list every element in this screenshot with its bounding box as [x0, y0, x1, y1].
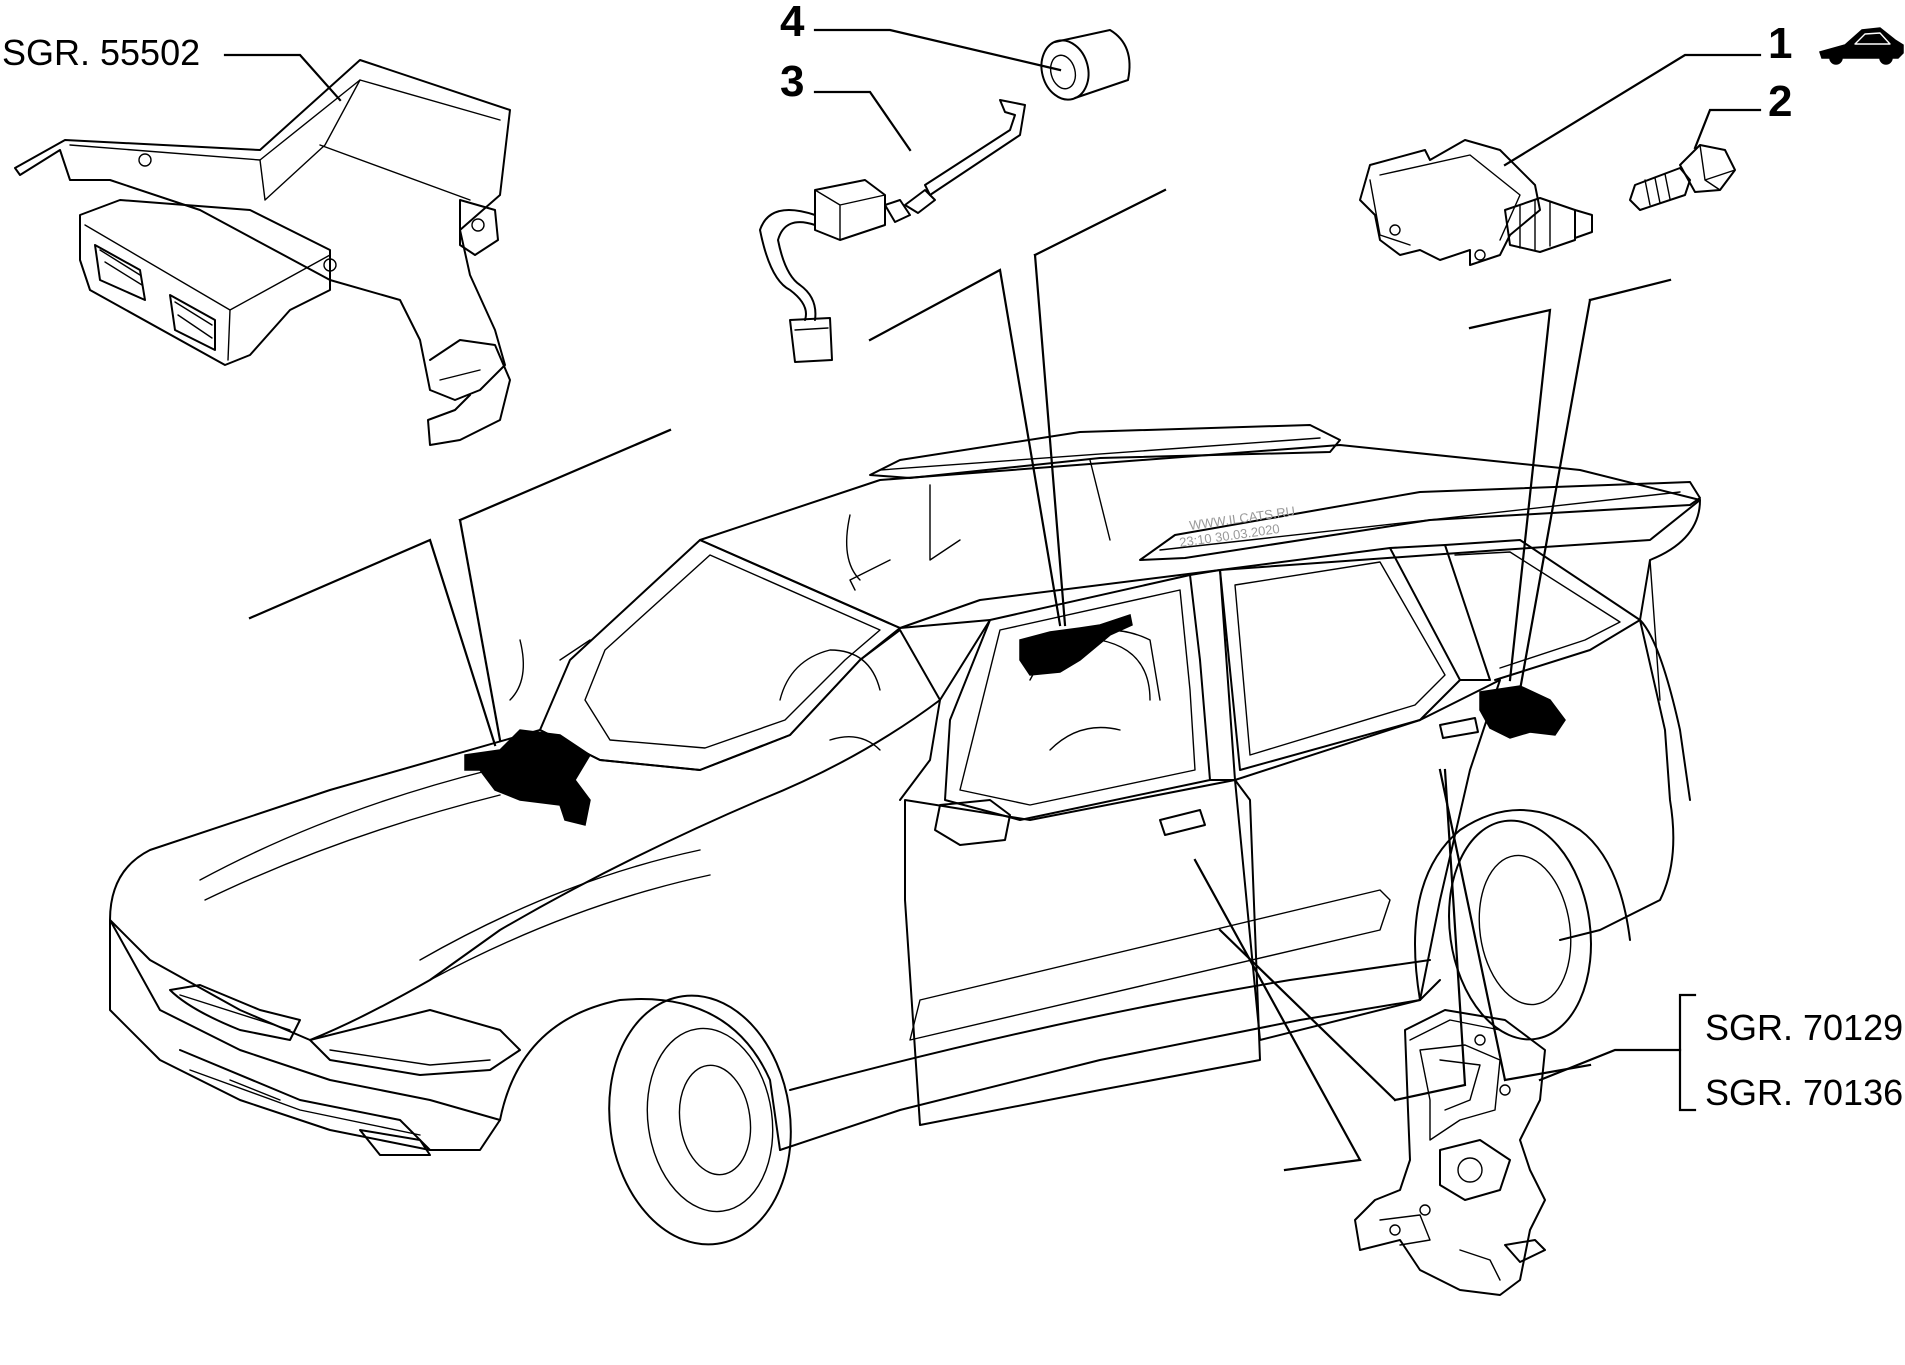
rear-side-window: [1219, 547, 1461, 771]
ecu-connector-left: [94, 244, 146, 301]
rear-door-handle: [1439, 717, 1479, 739]
wire-connector: [789, 317, 833, 363]
car-roof: [699, 444, 1701, 629]
roof-rail-front: [869, 424, 1341, 479]
callout-4: 4: [780, 0, 805, 46]
car-illustration: [109, 424, 1701, 1246]
switch-body: [814, 179, 886, 241]
ecu-connector-right: [169, 294, 216, 351]
car-hood: [109, 629, 941, 1041]
front-door-handle: [1159, 809, 1206, 836]
front-wheel: [608, 994, 792, 1246]
side-sill: [779, 979, 1441, 1151]
hood-switch-location-marker: [1019, 614, 1133, 676]
actuator-plunger: [1504, 197, 1576, 253]
leader-lines: [223, 28, 1762, 1172]
grommet-illustration: [1040, 29, 1131, 101]
switch-wire: [759, 209, 816, 321]
ref-label-lock-b: SGR. 70136: [1705, 1072, 1903, 1113]
windshield: [539, 539, 901, 771]
door-lock-illustration: [1354, 1009, 1546, 1296]
ref-label-ecu: SGR. 55502: [2, 32, 200, 73]
switch-rod: [924, 99, 1026, 196]
car-silhouette-icon: [1819, 27, 1904, 65]
switch-harness-illustration: [759, 99, 1026, 363]
callout-3: 3: [780, 57, 804, 106]
front-grille: [169, 984, 301, 1041]
rear-wheel: [1448, 819, 1592, 1041]
callout-1: 1: [1768, 19, 1792, 68]
front-bumper: [109, 919, 501, 1151]
screw-illustration: [1629, 144, 1736, 211]
fog-light: [359, 1129, 431, 1156]
side-mirror: [934, 799, 1011, 846]
ecu-box: [79, 199, 331, 366]
screw: [1629, 167, 1691, 211]
tailgate-actuator-location-marker: [1479, 685, 1566, 739]
actuator-illustration: [1359, 139, 1593, 266]
ecu-module-illustration: [14, 59, 511, 446]
ref-label-lock-a: SGR. 70129: [1705, 1007, 1903, 1048]
front-door: [904, 779, 1261, 1126]
callout-2: 2: [1768, 77, 1792, 126]
actuator-body: [1359, 139, 1541, 266]
roof-rail-rear: [1139, 481, 1701, 561]
ecu-bracket: [14, 59, 511, 401]
front-side-window: [944, 574, 1211, 821]
ecu-location-marker: [464, 729, 592, 826]
headlight: [309, 1009, 521, 1076]
door-lock-body: [1354, 1009, 1546, 1296]
